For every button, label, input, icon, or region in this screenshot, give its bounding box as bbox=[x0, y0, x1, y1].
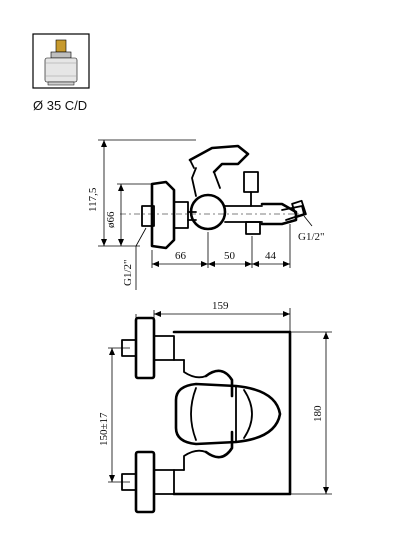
outlet-thread-label: G1/2" bbox=[298, 231, 325, 243]
cartridge-icon bbox=[32, 33, 90, 89]
top-view bbox=[108, 308, 332, 514]
height-dimension: 117,5 bbox=[87, 187, 99, 212]
dimension-66: 66 bbox=[175, 250, 187, 262]
dimension-50: 50 bbox=[224, 250, 236, 262]
centers-dimension: 150±17 bbox=[98, 412, 110, 446]
inlet-thread-label: G1/2" bbox=[122, 260, 134, 287]
cartridge-label: Ø 35 C/D bbox=[33, 98, 87, 113]
width-dimension: 159 bbox=[212, 300, 229, 312]
side-view bbox=[98, 139, 313, 290]
depth-dimension: 180 bbox=[312, 405, 324, 422]
diameter-dimension: ø66 bbox=[105, 211, 117, 228]
dimension-44: 44 bbox=[265, 250, 277, 262]
